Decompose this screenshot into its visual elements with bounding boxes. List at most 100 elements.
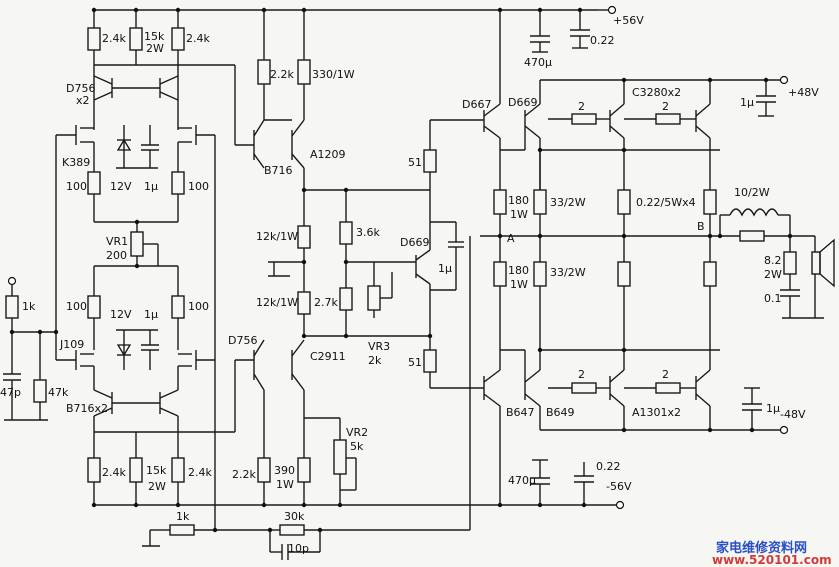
label-vr1v: 200 xyxy=(106,249,127,262)
label-r390: 390 xyxy=(274,464,295,477)
res-30k-fb xyxy=(279,524,305,536)
label-fb1k: 1k xyxy=(176,510,190,523)
res-022-b xyxy=(703,189,717,215)
label-r82: 8.2 xyxy=(764,254,782,267)
c2911-col xyxy=(291,339,305,357)
minus56-terminal xyxy=(615,500,625,510)
label-r330: 330/1W xyxy=(312,68,355,81)
label-c3280: C3280x2 xyxy=(632,86,681,99)
label-r2d: 2 xyxy=(662,368,669,381)
label-cap022-top: 0.22 xyxy=(590,34,615,47)
d667-col xyxy=(483,103,501,117)
minus48-terminal xyxy=(779,425,789,435)
label-c1ud: 1μ xyxy=(740,96,754,109)
watermark-url: www.520101.com xyxy=(712,553,832,567)
label-vr2: VR2 xyxy=(346,426,368,439)
label-w1a: 1W xyxy=(510,208,528,221)
label-c01: 0.1 xyxy=(764,292,782,305)
label-r33a: 33/2W xyxy=(550,196,586,209)
label-fb30k: 30k xyxy=(284,510,305,523)
label-r15a: 15k xyxy=(144,30,165,43)
label-c1ue: 1μ xyxy=(766,402,780,415)
label-r2a: 2 xyxy=(578,100,585,113)
d756-emit xyxy=(253,373,265,391)
label-r24a: 2.4k xyxy=(102,32,126,45)
label-b649: B649 xyxy=(546,406,575,419)
label-w1c: 1W xyxy=(276,478,294,491)
label-r22kb: 2.2k xyxy=(232,468,256,481)
vr1-pot xyxy=(130,231,144,257)
label-r22k: 2.2k xyxy=(270,68,294,81)
label-l10: 10/2W xyxy=(734,186,770,199)
d669-emit xyxy=(415,273,431,285)
res-1k-fb xyxy=(169,524,195,536)
label-r47k: 47k xyxy=(48,386,69,399)
res-2-2k-b xyxy=(257,457,271,483)
label-in-r1k: 1k xyxy=(22,300,36,313)
res-2-a xyxy=(571,113,597,125)
res-330-1w xyxy=(297,59,311,85)
label-plus56: +56V xyxy=(613,14,644,27)
speaker-body xyxy=(811,251,821,275)
b647-col xyxy=(483,393,501,407)
label-node-b: B xyxy=(697,220,705,233)
label-r51b: 51 xyxy=(408,356,422,369)
label-z12a: 12V xyxy=(110,180,132,193)
b716-emit xyxy=(253,119,265,137)
label-plus48: +48V xyxy=(788,86,819,99)
label-r100b: 100 xyxy=(188,180,209,193)
label-r24c: 2.4k xyxy=(102,466,126,479)
label-r022: 0.22/5Wx4 xyxy=(636,196,696,209)
label-w2b: 2W xyxy=(148,480,166,493)
label-w2c: 2W xyxy=(764,268,782,281)
vr2-pot xyxy=(333,439,347,475)
res-2-7k xyxy=(339,287,353,311)
label-b716: B716 xyxy=(264,164,293,177)
res-2-2k xyxy=(257,59,271,85)
input-terminal[interactable] xyxy=(7,276,17,286)
a1301-b-emit xyxy=(695,369,711,383)
watermark-cn: 家电维修资料网 xyxy=(716,540,807,556)
label-r100c: 100 xyxy=(66,300,87,313)
label-r2b: 2 xyxy=(662,100,669,113)
label-cap470-bot: 470μ xyxy=(508,474,536,487)
res-12k-1w-a xyxy=(297,225,311,249)
label-minus48: -48V xyxy=(780,408,806,421)
inductor-10-2w xyxy=(729,208,779,217)
label-b647: B647 xyxy=(506,406,535,419)
a1301-b-col xyxy=(695,393,711,407)
d669b-emit xyxy=(524,125,541,139)
c3280-b-col xyxy=(695,103,711,117)
res-2-4k-a xyxy=(87,27,101,51)
label-a1301: A1301x2 xyxy=(632,406,681,419)
res-3-6k xyxy=(339,221,353,245)
label-r15b: 15k xyxy=(146,464,167,477)
b647-emit xyxy=(483,369,501,383)
label-cap022-bot: 0.22 xyxy=(596,460,621,473)
res-390-1w xyxy=(297,457,311,483)
label-d669a: D669 xyxy=(400,236,429,249)
label-vr3v: 2k xyxy=(368,354,382,367)
label-vr1: VR1 xyxy=(106,235,128,248)
d669-col xyxy=(415,249,431,261)
res-100-a xyxy=(87,171,101,195)
res-47k xyxy=(33,379,47,403)
d756-col xyxy=(253,339,265,357)
label-fb10p: 10p xyxy=(288,542,309,555)
res-12k-1w-b xyxy=(297,291,311,315)
label-d669b: D669 xyxy=(508,96,537,109)
plus56-terminal xyxy=(607,5,617,15)
res-022-c xyxy=(617,261,631,287)
res-2-c xyxy=(571,382,597,394)
a1209-emit xyxy=(291,119,305,137)
label-r100d: 100 xyxy=(188,300,209,313)
b716-col xyxy=(253,153,265,169)
label-vr2v: 5k xyxy=(350,440,364,453)
label-r180a: 180 xyxy=(508,194,529,207)
b716-q1-col xyxy=(93,407,113,417)
label-r2c: 2 xyxy=(578,368,585,381)
label-d667: D667 xyxy=(462,98,491,111)
res-1k-in xyxy=(5,295,19,319)
